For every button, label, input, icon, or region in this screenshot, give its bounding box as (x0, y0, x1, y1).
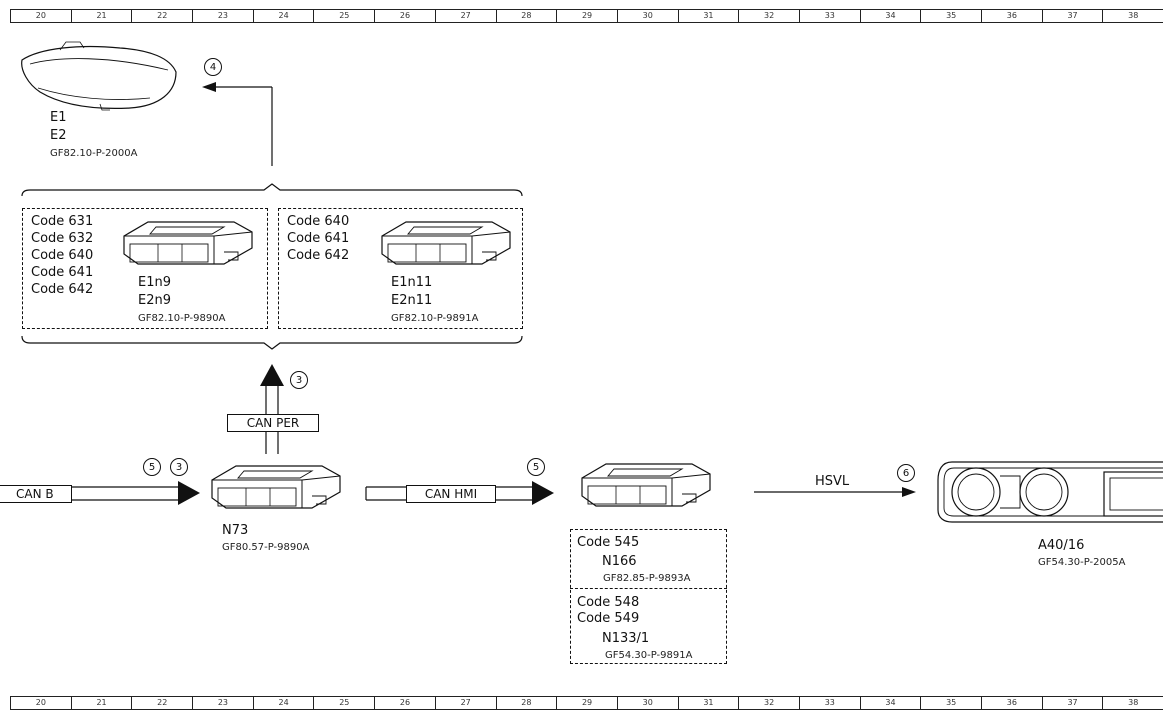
module-box-left (22, 208, 268, 329)
ruler-cell: 23 (192, 10, 253, 22)
n73-label: N73 (222, 523, 249, 538)
ruler-cell: 26 (374, 10, 435, 22)
code-item: Code 640 (287, 214, 350, 229)
can-per-bus (260, 364, 284, 454)
ruler-cell: 36 (981, 697, 1042, 709)
ruler-cell: 20 (10, 10, 71, 22)
top-ruler: 20 21 22 23 24 25 26 27 28 29 30 31 32 3… (10, 9, 1163, 23)
headlamp-ref: GF82.10-P-2000A (50, 148, 138, 159)
n133-code-549: Code 549 (577, 611, 640, 626)
ruler-cell: 34 (859, 10, 921, 22)
hsvl-label: HSVL (815, 474, 850, 489)
headlamp-drawing (21, 41, 177, 111)
module-left-label2: E2n9 (138, 293, 171, 308)
ruler-cell: 29 (556, 10, 617, 22)
circle-marker: 5 (527, 458, 545, 476)
n133-label: N133/1 (602, 631, 650, 646)
n166-code: Code 545 (577, 535, 640, 550)
module-right-ref: GF82.10-P-9891A (391, 313, 479, 324)
ruler-cell: 21 (70, 10, 132, 22)
ruler-cell: 32 (738, 697, 799, 709)
ruler-cell: 38 (1102, 10, 1163, 22)
ruler-cell: 35 (920, 697, 981, 709)
n166-label: N166 (602, 554, 637, 569)
bottom-brace (21, 335, 523, 350)
module-left-label1: E1n9 (138, 275, 171, 290)
top-brace (21, 183, 523, 197)
code-item: Code 642 (31, 282, 94, 297)
instrument-cluster-drawing (937, 461, 1163, 523)
ruler-cell: 24 (252, 10, 314, 22)
code-item: Code 640 (31, 248, 94, 263)
headlamp-label-e2: E2 (50, 128, 67, 143)
n73-ref: GF80.57-P-9890A (222, 542, 310, 553)
ecu-n166-drawing (581, 463, 711, 507)
bottom-ruler: 20 21 22 23 24 25 26 27 28 29 30 31 32 3… (10, 696, 1163, 710)
cluster-label: A40/16 (1038, 538, 1085, 553)
ruler-cell: 35 (920, 10, 981, 22)
ruler-cell: 26 (374, 697, 435, 709)
code-item: Code 632 (31, 231, 94, 246)
ruler-cell: 20 (10, 697, 71, 709)
ruler-cell: 32 (738, 10, 799, 22)
module-right-codes: Code 640 Code 641 Code 642 (287, 213, 349, 264)
circle-marker: 3 (290, 371, 308, 389)
variant-divider (570, 588, 727, 589)
n133-ref: GF54.30-P-9891A (605, 650, 693, 661)
ruler-cell: 29 (556, 697, 617, 709)
ruler-cell: 34 (859, 697, 921, 709)
ruler-cell: 22 (131, 10, 192, 22)
circle-marker: 6 (897, 464, 915, 482)
can-per-label: CAN PER (227, 414, 319, 432)
module-right-label2: E2n11 (391, 293, 433, 308)
ruler-cell: 27 (434, 697, 496, 709)
ruler-cell: 22 (131, 697, 192, 709)
code-item: Code 641 (31, 265, 94, 280)
ruler-cell: 23 (192, 697, 253, 709)
ruler-cell: 37 (1041, 697, 1103, 709)
can-b-label: CAN B (0, 485, 72, 503)
circle-marker: 4 (204, 58, 222, 76)
ruler-cell: 24 (252, 697, 314, 709)
module-right-label1: E1n11 (391, 275, 433, 290)
module-box-right (278, 208, 523, 329)
module-left-codes: Code 631 Code 632 Code 640 Code 641 Code… (31, 213, 93, 298)
can-hmi-label: CAN HMI (406, 485, 496, 503)
ruler-cell: 36 (981, 10, 1042, 22)
ruler-cell: 28 (495, 697, 557, 709)
connection-arrow (202, 82, 273, 166)
ruler-cell: 21 (70, 697, 132, 709)
ruler-cell: 37 (1041, 10, 1103, 22)
ruler-cell: 27 (434, 10, 496, 22)
code-item: Code 641 (287, 231, 350, 246)
code-item: Code 631 (31, 214, 94, 229)
n133-code-548: Code 548 (577, 595, 640, 610)
code-item: Code 642 (287, 248, 350, 263)
ruler-cell: 30 (616, 697, 678, 709)
circle-marker: 3 (170, 458, 188, 476)
headlamp-label-e1: E1 (50, 110, 67, 125)
ecu-n73-drawing (211, 465, 341, 509)
n166-ref: GF82.85-P-9893A (603, 573, 691, 584)
ruler-cell: 33 (798, 697, 860, 709)
hsvl-line (754, 487, 916, 497)
cluster-ref: GF54.30-P-2005A (1038, 557, 1126, 568)
ruler-cell: 38 (1102, 697, 1163, 709)
ruler-cell: 31 (677, 10, 739, 22)
variant-box (570, 529, 727, 664)
circle-marker: 5 (143, 458, 161, 476)
ruler-cell: 33 (798, 10, 860, 22)
ruler-cell: 25 (313, 10, 374, 22)
ruler-cell: 25 (313, 697, 374, 709)
module-left-ref: GF82.10-P-9890A (138, 313, 226, 324)
ruler-cell: 31 (677, 697, 739, 709)
ruler-cell: 28 (495, 10, 557, 22)
ruler-cell: 30 (616, 10, 678, 22)
